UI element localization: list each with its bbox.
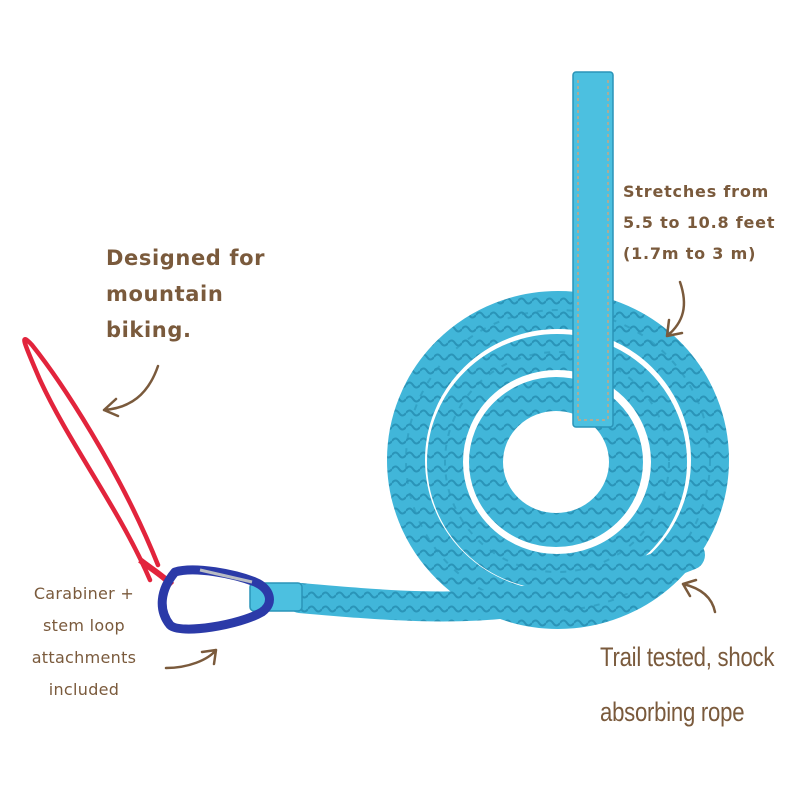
rope-tail — [285, 540, 705, 622]
caption-trail-tested: Trail tested, shock absorbing rope — [600, 630, 774, 740]
caption-line: biking. — [106, 318, 192, 342]
caption-line: stem loop — [42, 616, 125, 635]
caption-line: included — [48, 680, 120, 699]
caption-line: absorbing rope — [600, 697, 745, 727]
caption-line: (1.7m to 3 m) — [623, 244, 757, 263]
curved-arrow-icon — [681, 578, 717, 614]
curved-arrow-icon — [665, 280, 686, 338]
caption-line: Stretches from — [623, 182, 770, 201]
curved-arrow-icon — [164, 648, 218, 670]
strap-handle — [572, 71, 614, 428]
curved-arrow-icon — [102, 364, 160, 418]
caption-designed-for-mountain-biking: Designed for mountain biking. — [106, 240, 265, 348]
caption-line: attachments — [31, 648, 137, 667]
caption-carabiner-attachments: Carabiner + stem loop attachments includ… — [10, 578, 158, 706]
stem-loop — [22, 337, 161, 583]
caption-stretch-length: Stretches from 5.5 to 10.8 feet (1.7m to… — [623, 176, 775, 269]
caption-line: 5.5 to 10.8 feet — [623, 213, 776, 232]
caption-line: mountain — [106, 282, 224, 306]
caption-line: Designed for — [106, 246, 266, 270]
caption-line: Carabiner + — [33, 584, 135, 603]
caption-line: Trail tested, shock — [600, 642, 775, 672]
carabiner — [157, 565, 274, 634]
